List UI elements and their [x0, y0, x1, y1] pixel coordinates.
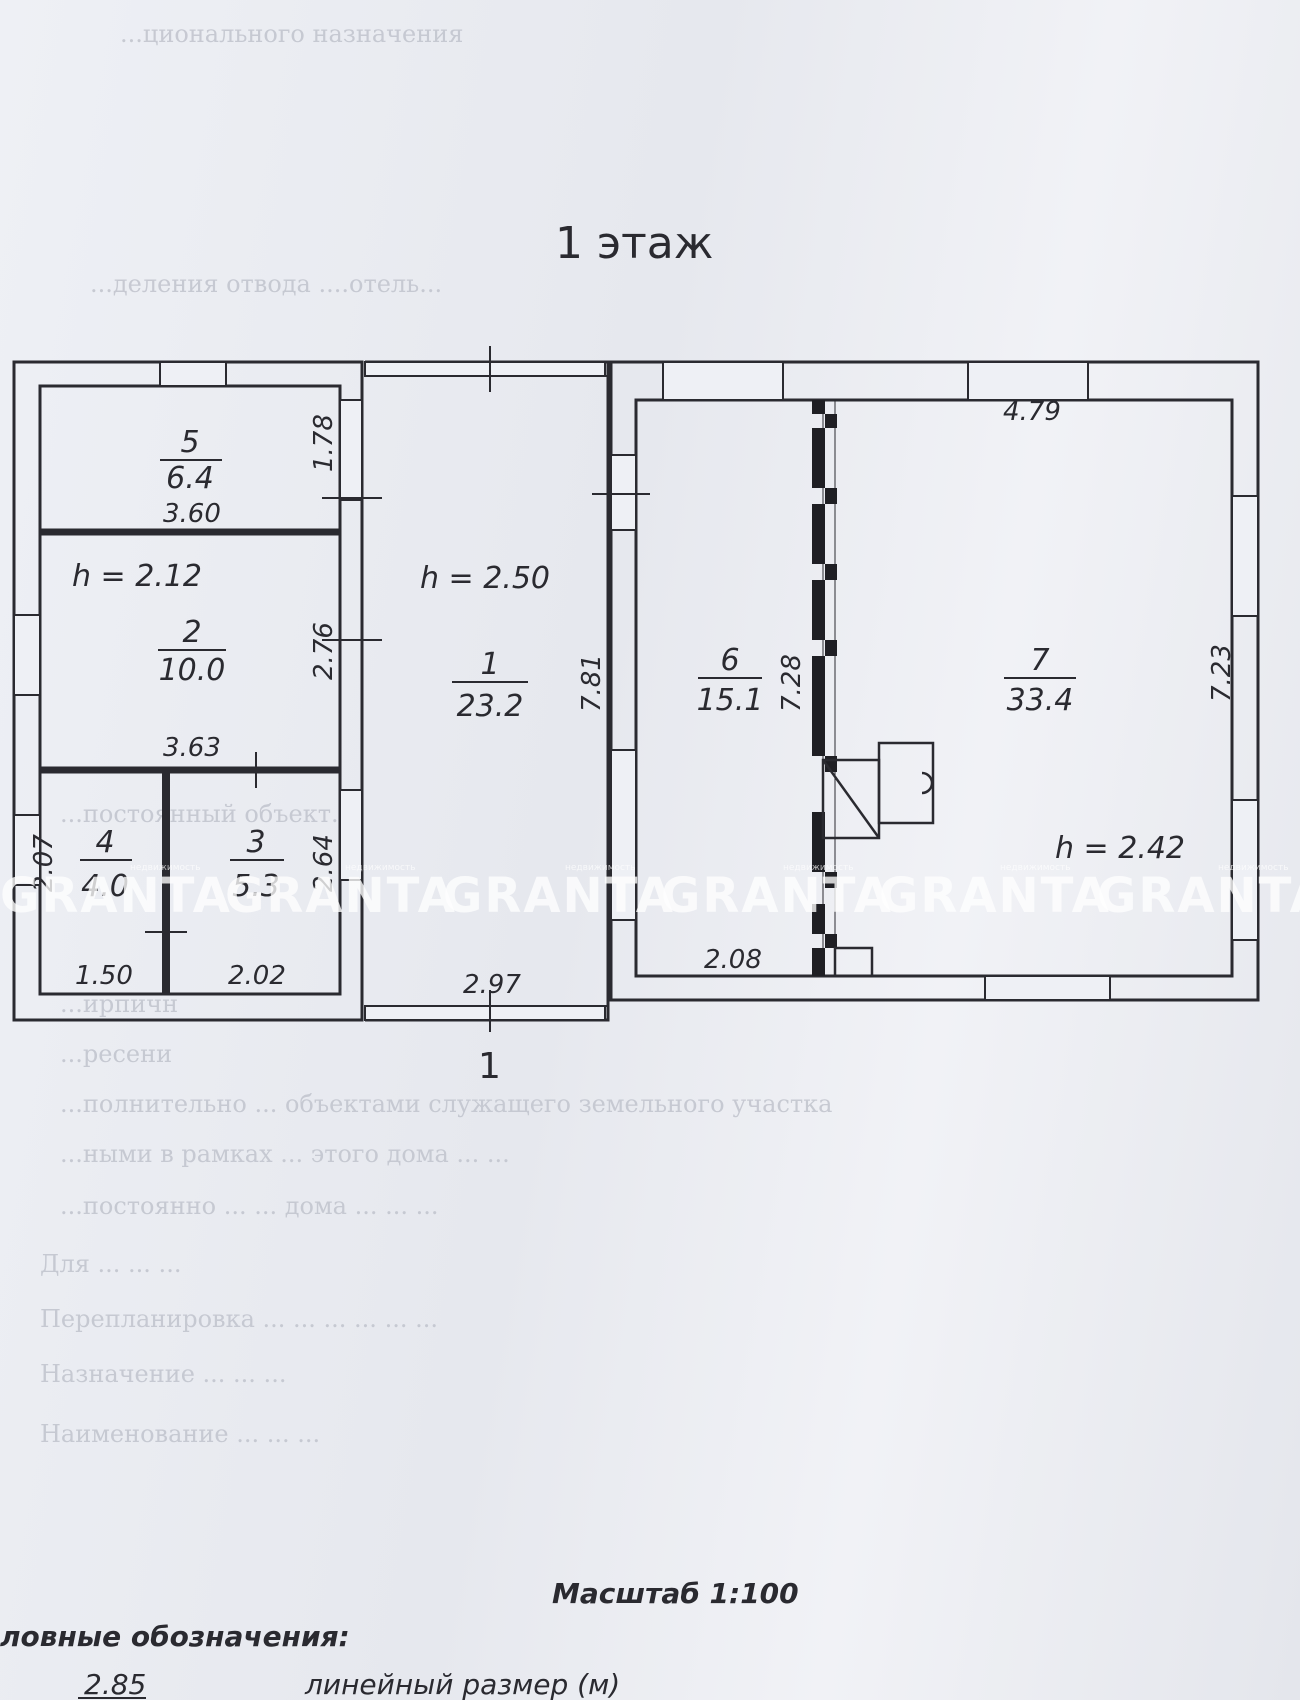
dimension-label: 2.97 [463, 970, 521, 1000]
dimension-label: 1.78 [309, 414, 339, 472]
window [13, 614, 41, 696]
background-text-line: ...ресени [60, 1040, 173, 1068]
window [1231, 495, 1259, 617]
room-number: 5 [180, 425, 199, 460]
room-area: 15.1 [697, 683, 764, 718]
watermark-text: GRANTA [1097, 868, 1300, 924]
window [339, 399, 363, 501]
window [13, 814, 41, 886]
dimension-label: 4.79 [1003, 397, 1061, 427]
watermark-subtext: недвижимость [345, 863, 416, 873]
background-text-line: Для ... ... ... [40, 1250, 182, 1278]
ceiling-height: h = 2.42 [1055, 831, 1185, 866]
watermark-text: GRANTA [443, 868, 675, 924]
room-area: 4.0 [81, 869, 129, 904]
background-text-line: ...постоянно ... ... дома ... ... ... [60, 1192, 439, 1220]
background-text-line: Наименование ... ... ... [40, 1420, 321, 1448]
room-number: 3 [246, 825, 265, 860]
room-area: 23.2 [457, 689, 524, 724]
windows [13, 361, 1259, 1021]
window [967, 361, 1089, 401]
dimension-label: 2.76 [309, 622, 339, 680]
watermark-subtext: недвижимость [1218, 863, 1289, 873]
left-block-inner-wall [38, 384, 342, 996]
room-number: 7 [1030, 643, 1049, 678]
stove-wall [812, 400, 837, 976]
dimension-label: 7.81 [577, 654, 607, 712]
dimension-label: 1.50 [75, 961, 133, 991]
window [159, 361, 227, 387]
dimension-label: 2.64 [309, 834, 339, 892]
legend-heading: ловные обозначения: [0, 1620, 350, 1653]
plan-title: 1 этаж [555, 218, 713, 269]
legend-sample-label: линейный размер (м) [304, 1668, 620, 1700]
dimension-label: 3.63 [163, 733, 221, 763]
window [662, 361, 784, 401]
background-text-line: Перепланировка ... ... ... ... ... ... [40, 1305, 438, 1333]
watermark-text: GRANTA [661, 868, 893, 924]
dimension-label: 7.28 [777, 654, 807, 712]
background-text-line: ...ными в рамках ... этого дома ... ... [60, 1140, 510, 1168]
watermark-subtext: недвижимость [565, 863, 636, 873]
watermark-text: GRANTA [879, 868, 1111, 924]
dimensions: 3.60 3.63 1.50 2.02 2.97 2.08 4.79 1.78 … [29, 397, 1237, 1000]
legend-sample-value: 2.85 [84, 1668, 146, 1700]
section-mark: 1 [478, 1046, 501, 1087]
ceiling-height: h = 2.50 [420, 561, 550, 596]
scale-label: Масштаб 1:100 [552, 1577, 799, 1610]
room-labels: 5 6.4 2 10.0 4 4.0 3 5.3 1 23.2 6 15.1 7… [80, 425, 1076, 904]
dimension-label: 3.60 [163, 499, 221, 529]
room-area: 5.3 [232, 869, 280, 904]
room-number: 6 [720, 643, 739, 678]
room-number: 2 [182, 615, 201, 650]
watermark-subtext: недвижимость [1000, 863, 1071, 873]
dimension-label: 2.08 [704, 945, 762, 975]
ticks [145, 346, 650, 1032]
stove [821, 741, 935, 978]
watermark-text: GRANTA [0, 868, 232, 924]
background-text-line: ...постоянный объект... [60, 800, 354, 828]
partitions [40, 400, 836, 994]
watermark-text: GRANTA [225, 868, 457, 924]
room-area: 33.4 [1007, 683, 1074, 718]
window [610, 749, 637, 921]
room-number: 4 [95, 825, 114, 860]
window [339, 789, 363, 881]
room-number: 1 [480, 647, 499, 682]
window [984, 975, 1111, 1001]
room-area: 6.4 [166, 461, 214, 496]
dimension-label: 2.02 [228, 961, 286, 991]
left-block-outer-wall [12, 360, 364, 1022]
ceiling-height: h = 2.12 [72, 559, 202, 594]
dimension-label: 2.07 [29, 834, 59, 892]
watermark-subtext: недвижимость [130, 863, 201, 873]
background-text-line: ...деления отвода ....отель... [90, 270, 443, 298]
background-text-line: ...полнительно ... объектами служащего з… [60, 1090, 833, 1118]
background-text-line: ...ционального назначения [120, 20, 464, 48]
window [610, 454, 637, 531]
watermark: GRANTA GRANTA GRANTA GRANTA GRANTA GRANT… [0, 863, 1300, 924]
watermark-subtext: недвижимость [783, 863, 854, 873]
window [364, 1005, 606, 1021]
dimension-label: 7.23 [1207, 644, 1237, 702]
room-area: 10.0 [159, 653, 226, 688]
window [364, 361, 606, 377]
background-text-line: Назначение ... ... ... [40, 1360, 287, 1388]
window [1231, 799, 1259, 941]
